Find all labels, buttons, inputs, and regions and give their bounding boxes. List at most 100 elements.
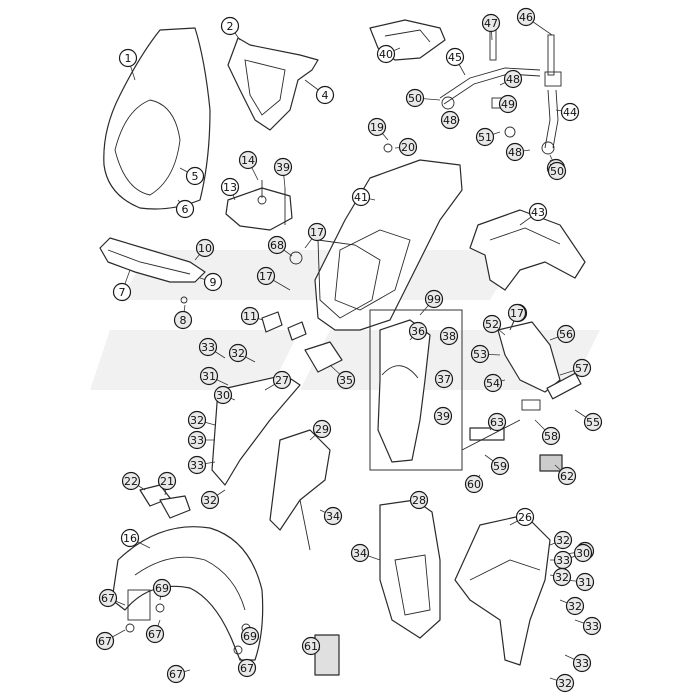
part-rear-fender xyxy=(314,159,463,331)
callout-57: 57 xyxy=(572,358,592,378)
callout-number: 17 xyxy=(310,226,324,239)
part-front-fender-line xyxy=(134,556,246,611)
callout-circle xyxy=(555,673,575,693)
callout-27: 27 xyxy=(272,370,292,390)
callout-9: 9 xyxy=(203,272,223,292)
part-plate-35 xyxy=(304,341,343,373)
callout-circle xyxy=(185,166,205,186)
callout-circle xyxy=(475,127,495,147)
callout-28: 28 xyxy=(409,490,429,510)
callout-circle xyxy=(240,626,260,646)
callout-number: 37 xyxy=(437,373,451,386)
callout-38: 38 xyxy=(439,326,459,346)
part-bolt-46 xyxy=(547,34,555,76)
callout-number: 32 xyxy=(231,347,245,360)
callout-30: 30 xyxy=(213,385,233,405)
callout-17: 17 xyxy=(256,266,276,286)
callout-circle xyxy=(572,653,592,673)
callout-circle xyxy=(503,69,523,89)
part-headlight-bracket xyxy=(227,37,319,131)
part-screw xyxy=(180,296,188,304)
callout-circle xyxy=(552,567,572,587)
callout-21: 21 xyxy=(157,471,177,491)
callout-number: 57 xyxy=(575,362,589,375)
part-bracket-13 xyxy=(225,187,293,231)
callout-circle xyxy=(195,238,215,258)
callout-circle xyxy=(481,13,501,33)
callout-32: 32 xyxy=(200,490,220,510)
callout-number: 60 xyxy=(467,478,481,491)
callout-circle xyxy=(175,199,195,219)
callout-number: 54 xyxy=(486,377,500,390)
callout-circle xyxy=(557,466,577,486)
callout-number: 7 xyxy=(119,286,126,299)
callout-number: 19 xyxy=(370,121,384,134)
callout-circle xyxy=(95,631,115,651)
callout-number: 36 xyxy=(411,325,425,338)
callout-number: 40 xyxy=(379,48,393,61)
part-handle-tube xyxy=(443,73,541,105)
callout-48: 48 xyxy=(440,110,460,130)
callout-number: 38 xyxy=(442,330,456,343)
callout-circle xyxy=(583,412,603,432)
callout-32: 32 xyxy=(555,673,575,693)
callout-circle xyxy=(434,369,454,389)
callout-number: 31 xyxy=(578,576,592,589)
callout-number: 22 xyxy=(124,475,138,488)
callout-circle xyxy=(470,344,490,364)
callout-circle xyxy=(498,94,518,114)
part-screw xyxy=(125,623,135,633)
callout-39: 39 xyxy=(433,406,453,426)
callout-circle xyxy=(582,616,602,636)
callout-circle xyxy=(336,370,356,390)
part-bracket-40-line xyxy=(384,29,431,43)
callout-circle xyxy=(199,366,219,386)
callout-circle xyxy=(256,266,276,286)
callout-number: 30 xyxy=(216,389,230,402)
callout-55: 55 xyxy=(583,412,603,432)
part-plate-11 xyxy=(261,311,283,333)
callout-number: 31 xyxy=(202,370,216,383)
part-grommet-68 xyxy=(289,251,303,265)
callout-circle xyxy=(315,85,335,105)
callout-16: 16 xyxy=(120,528,140,548)
callout-8: 8 xyxy=(173,310,193,330)
callout-47: 47 xyxy=(481,13,501,33)
callout-69: 69 xyxy=(152,578,172,598)
callout-circle xyxy=(166,664,186,684)
callout-circle xyxy=(367,117,387,137)
part-handle-tube-right xyxy=(544,89,551,149)
callout-19: 19 xyxy=(367,117,387,137)
callout-number: 62 xyxy=(560,470,574,483)
callout-circle xyxy=(112,282,132,302)
callout-53: 53 xyxy=(470,344,490,364)
callout-number: 32 xyxy=(558,677,572,690)
callout-number: 53 xyxy=(473,348,487,361)
callout-number: 46 xyxy=(519,11,533,24)
callout-33: 33 xyxy=(572,653,592,673)
callout-circle xyxy=(439,326,459,346)
callout-number: 48 xyxy=(506,73,520,86)
callout-49: 49 xyxy=(498,94,518,114)
callout-number: 1 xyxy=(125,52,132,65)
callout-33: 33 xyxy=(187,430,207,450)
part-rear-shroud xyxy=(469,209,586,291)
callout-33: 33 xyxy=(553,550,573,570)
callout-number: 20 xyxy=(401,141,415,154)
callout-circle xyxy=(350,543,370,563)
callout-54: 54 xyxy=(483,373,503,393)
callout-circle xyxy=(515,507,535,527)
callout-number: 63 xyxy=(490,416,504,429)
callout-circle xyxy=(273,157,293,177)
part-taillight xyxy=(546,372,582,400)
callout-59: 59 xyxy=(490,456,510,476)
callout-48: 48 xyxy=(503,69,523,89)
callout-circle xyxy=(575,572,595,592)
callout-99: 99 xyxy=(424,289,444,309)
part-fairing-right-inner xyxy=(394,554,431,616)
part-washer xyxy=(541,141,555,155)
callout-44: 44 xyxy=(560,102,580,122)
part-seat xyxy=(377,319,431,463)
callout-circle xyxy=(323,506,343,526)
part-screw xyxy=(155,603,165,613)
